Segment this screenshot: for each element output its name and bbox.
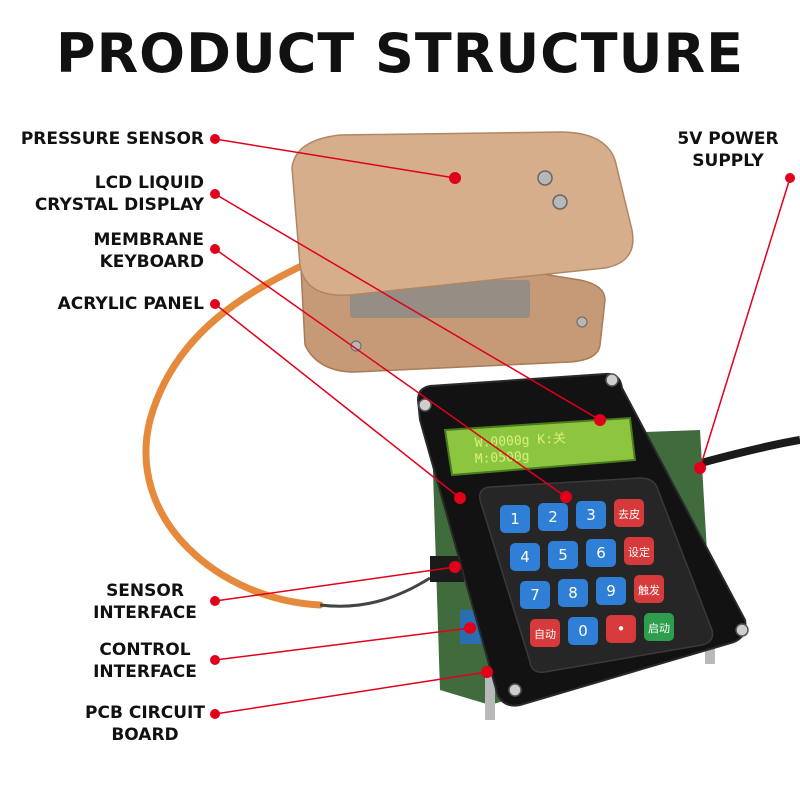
- page-title: PRODUCT STRUCTURE: [56, 22, 744, 85]
- screw-4: [576, 316, 588, 328]
- keypad-key-label: •: [617, 620, 626, 638]
- dot-keyboard-start: [210, 244, 220, 254]
- panel-screw-tr: [605, 373, 619, 387]
- screw-2: [552, 194, 568, 210]
- sensor-wires: [319, 576, 431, 608]
- leader-lcd-display: [214, 193, 601, 421]
- leader-lines: [214, 138, 791, 715]
- keypad-key-label: 1: [510, 510, 520, 528]
- keypad-key[interactable]: [606, 615, 636, 643]
- leader-membrane-keyboard: [214, 248, 567, 498]
- keypad-key-label: 9: [606, 582, 616, 600]
- dot-pressure-sensor-start: [210, 134, 220, 144]
- panel-screw-bl: [508, 683, 522, 697]
- keypad-key-label: 2: [548, 508, 558, 526]
- power-cable: [688, 436, 800, 470]
- label-pressure-sensor: PRESSURE SENSOR: [20, 129, 204, 149]
- keypad-key[interactable]: [568, 617, 598, 645]
- dot-lcd-end: [594, 414, 606, 426]
- acrylic-plate-upper: [291, 131, 634, 296]
- dot-sensor-interface-start: [210, 596, 220, 606]
- lcd-line-1: W:0000g K:关: [474, 431, 566, 451]
- keypad-key[interactable]: [586, 539, 616, 567]
- dot-sensor-interface-end: [449, 561, 461, 573]
- label-pcb-board: PCB CIRCUIT BOARD: [85, 703, 205, 745]
- dot-pcb-start: [210, 709, 220, 719]
- keypad-key-label: 0: [578, 622, 588, 640]
- sensor-cable: [142, 254, 324, 609]
- leader-pressure-sensor: [214, 138, 456, 179]
- dot-acrylic-end: [454, 492, 466, 504]
- leader-power-supply: [699, 177, 791, 469]
- keypad-key-label: 4: [520, 548, 530, 566]
- keypad-key-label: 自动: [534, 628, 556, 641]
- keypad-key[interactable]: [538, 503, 568, 531]
- dot-acrylic-start: [210, 299, 220, 309]
- keypad-key-label: 设定: [628, 545, 650, 559]
- leader-acrylic-panel: [214, 303, 461, 499]
- standoff-left: [485, 670, 495, 720]
- keypad-key[interactable]: [624, 537, 654, 565]
- keypad-key[interactable]: [634, 575, 664, 603]
- keypad-key-label: 3: [586, 506, 596, 524]
- leader-pcb-board: [214, 671, 488, 715]
- keypad-key[interactable]: [510, 543, 540, 571]
- keypad-key-label: 5: [558, 546, 568, 564]
- keypad-key[interactable]: [500, 505, 530, 533]
- keypad-key-label: 触发: [638, 583, 660, 597]
- label-sensor-interface: SENSOR INTERFACE: [93, 581, 197, 623]
- keypad-key-label: 启动: [648, 622, 670, 635]
- label-control-interface: CONTROL INTERFACE: [93, 640, 197, 682]
- dot-keyboard-end: [560, 491, 572, 503]
- screw-1: [537, 170, 553, 186]
- dot-control-interface-end: [464, 622, 476, 634]
- keypad-key-label: 8: [568, 584, 578, 602]
- leader-control-interface: [214, 627, 471, 661]
- dot-power-start: [785, 173, 795, 183]
- label-power-supply: 5V POWER SUPPLY: [677, 129, 779, 171]
- keypad-key[interactable]: [596, 577, 626, 605]
- panel-screw-br: [735, 623, 749, 637]
- keypad-key[interactable]: [548, 541, 578, 569]
- keypad-key[interactable]: [558, 579, 588, 607]
- leader-sensor-interface: [214, 566, 456, 602]
- keypad-key-label: 去皮: [618, 508, 640, 521]
- keypad-key-label: 7: [530, 586, 540, 604]
- keypad-key[interactable]: [530, 619, 560, 647]
- keypad-key[interactable]: [520, 581, 550, 609]
- dot-control-interface-start: [210, 655, 220, 665]
- panel-screw-tl: [418, 398, 432, 412]
- keypad-key-label: 6: [596, 544, 606, 562]
- lcd-display: [443, 416, 637, 477]
- keypad-key[interactable]: [576, 501, 606, 529]
- dot-power-end: [694, 462, 706, 474]
- dot-pcb-end: [481, 666, 493, 678]
- label-membrane-keyboard: MEMBRANE KEYBOARD: [93, 230, 205, 272]
- keypad-key[interactable]: [644, 613, 674, 641]
- label-acrylic-panel: ACRYLIC PANEL: [57, 294, 204, 314]
- label-lcd-display: LCD LIQUID CRYSTAL DISPLAY: [34, 173, 204, 215]
- leader-dots: [210, 134, 795, 719]
- keypad-key[interactable]: [614, 499, 644, 527]
- dot-lcd-start: [210, 189, 220, 199]
- dot-pressure-sensor-end: [449, 172, 461, 184]
